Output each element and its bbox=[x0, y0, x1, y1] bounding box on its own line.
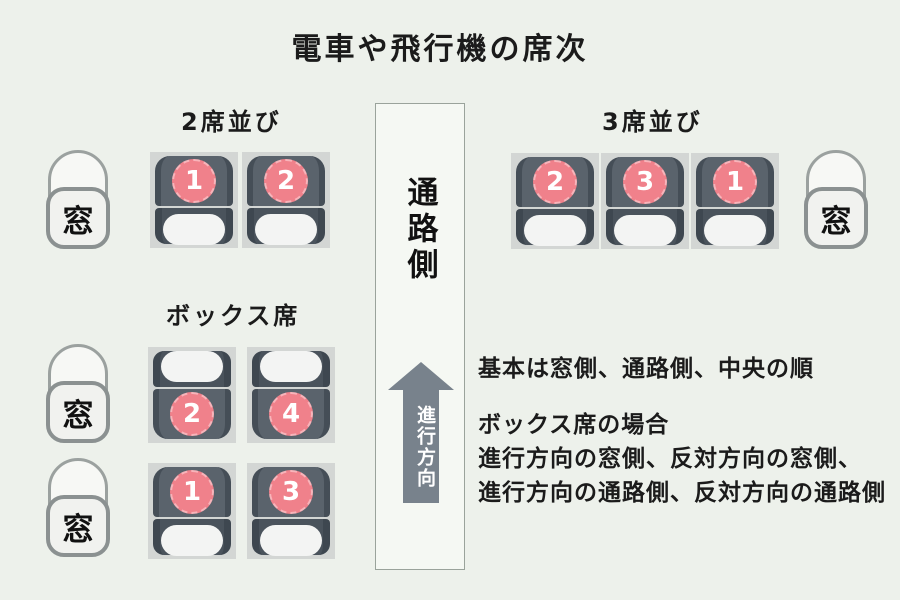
seat-back: 2 bbox=[247, 156, 325, 206]
seat-back: 2 bbox=[153, 389, 231, 439]
seat-box-rear-1: 2 bbox=[148, 347, 236, 443]
seat-cushion bbox=[696, 209, 774, 246]
seat-pillow bbox=[161, 350, 223, 382]
seat-cushion bbox=[153, 350, 231, 387]
seat-cushion bbox=[155, 208, 233, 245]
seat-box-rear-2: 4 bbox=[247, 347, 335, 443]
seat-icon: 2 bbox=[247, 156, 325, 245]
seat-pillow bbox=[524, 214, 586, 246]
window-icon-two-seat: 窓 bbox=[46, 150, 110, 249]
seat-three-row-3: 1 bbox=[691, 153, 779, 249]
seat-icon: 2 bbox=[516, 157, 594, 246]
aisle-column: 通路側 bbox=[375, 103, 465, 570]
seat-number-badge: 1 bbox=[172, 159, 216, 203]
seat-number-badge: 1 bbox=[170, 470, 214, 514]
seat-back: 2 bbox=[516, 157, 594, 207]
seat-number-badge: 1 bbox=[713, 160, 757, 204]
note-box-line-1: ボックス席の場合 bbox=[478, 412, 670, 438]
seat-pillow bbox=[163, 213, 225, 245]
seat-icon: 3 bbox=[252, 467, 330, 556]
seat-two-row-1: 1 bbox=[150, 152, 238, 248]
window-icon-box-front: 窓 bbox=[46, 458, 110, 557]
note-box-line-3: 進行方向の通路側、反対方向の通路側 bbox=[478, 480, 886, 506]
seat-box-forward-1: 1 bbox=[148, 463, 236, 559]
seat-three-row-2: 3 bbox=[601, 153, 689, 249]
seat-back: 1 bbox=[155, 156, 233, 206]
seat-pillow bbox=[704, 214, 766, 246]
seat-pillow bbox=[255, 213, 317, 245]
seat-icon-rear-facing: 4 bbox=[252, 350, 330, 439]
seat-three-row-1: 2 bbox=[511, 153, 599, 249]
direction-arrow-shaft-icon bbox=[403, 389, 439, 503]
note-basic-order: 基本は窓側、通路側、中央の順 bbox=[478, 356, 814, 382]
window-label: 窓 bbox=[46, 187, 110, 249]
window-icon-box-rear: 窓 bbox=[46, 344, 110, 443]
seat-pillow bbox=[161, 524, 223, 556]
window-icon-three-seat: 窓 bbox=[804, 150, 868, 249]
direction-arrow-label: 進行方向 bbox=[414, 405, 436, 489]
seat-cushion bbox=[516, 209, 594, 246]
direction-arrow-head-icon bbox=[388, 362, 454, 390]
window-label: 窓 bbox=[804, 187, 868, 249]
two-seat-section-label: 2席並び bbox=[181, 108, 282, 136]
seat-pillow bbox=[260, 524, 322, 556]
seat-cushion bbox=[252, 519, 330, 556]
seat-number-badge: 3 bbox=[623, 160, 667, 204]
page-title: 電車や飛行機の席次 bbox=[291, 32, 589, 67]
seat-back: 1 bbox=[696, 157, 774, 207]
aisle-label: 通路側 bbox=[401, 176, 438, 284]
seat-pillow bbox=[614, 214, 676, 246]
seat-cushion bbox=[153, 519, 231, 556]
seat-number-badge: 4 bbox=[269, 392, 313, 436]
seat-pillow bbox=[260, 350, 322, 382]
seat-icon: 1 bbox=[696, 157, 774, 246]
seat-number-badge: 2 bbox=[170, 392, 214, 436]
seat-icon: 1 bbox=[153, 467, 231, 556]
window-label: 窓 bbox=[46, 381, 110, 443]
seat-icon: 3 bbox=[606, 157, 684, 246]
window-label: 窓 bbox=[46, 495, 110, 557]
seat-back: 3 bbox=[252, 467, 330, 517]
note-box-seat-rule: ボックス席の場合 進行方向の窓側、反対方向の窓側、 進行方向の通路側、反対方向の… bbox=[478, 408, 886, 510]
seat-back: 1 bbox=[153, 467, 231, 517]
seat-cushion bbox=[247, 208, 325, 245]
seat-box-forward-2: 3 bbox=[247, 463, 335, 559]
seat-cushion bbox=[252, 350, 330, 387]
seat-cushion bbox=[606, 209, 684, 246]
seat-icon: 1 bbox=[155, 156, 233, 245]
seat-number-badge: 2 bbox=[533, 160, 577, 204]
seat-back: 3 bbox=[606, 157, 684, 207]
seat-number-badge: 3 bbox=[269, 470, 313, 514]
three-seat-section-label: 3席並び bbox=[602, 108, 703, 136]
note-box-line-2: 進行方向の窓側、反対方向の窓側、 bbox=[478, 446, 862, 472]
seat-icon-rear-facing: 2 bbox=[153, 350, 231, 439]
box-seat-section-label: ボックス席 bbox=[166, 302, 301, 330]
seat-two-row-2: 2 bbox=[242, 152, 330, 248]
seat-back: 4 bbox=[252, 389, 330, 439]
seat-number-badge: 2 bbox=[264, 159, 308, 203]
